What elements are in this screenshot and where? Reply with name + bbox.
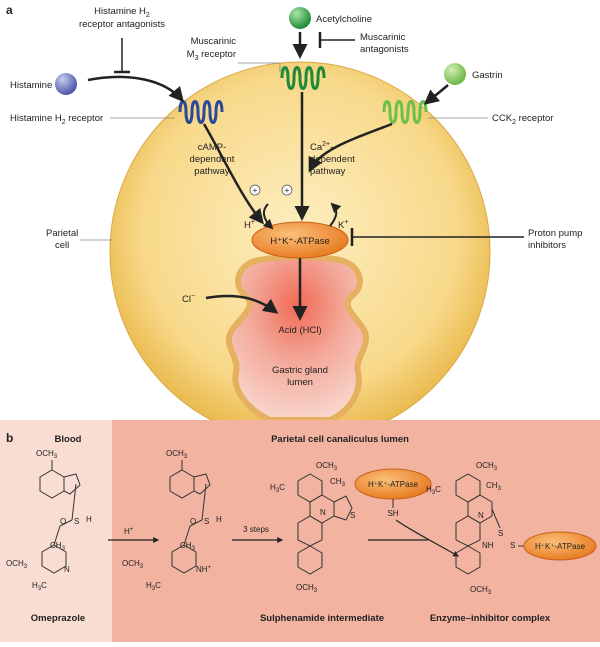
intermediate-nh: NH+ (196, 565, 212, 574)
omeprazole-s: S (74, 517, 79, 526)
sh-join-arrow (395, 519, 460, 557)
cck2-receptor-label: CCK2 receptor (492, 113, 553, 126)
protonation-label: H+ (124, 527, 134, 536)
sulphenamide-n: N (320, 508, 326, 517)
omeprazole-label: Omeprazole (31, 613, 85, 624)
parietal-cell-label-2: cell (55, 240, 69, 251)
acetylcholine-label: Acetylcholine (316, 14, 372, 25)
k-plus-arrow (329, 202, 342, 227)
parietal-cell-label-1: Parietal (46, 228, 78, 239)
sulphenamide-och3-bottom: OCH3 (296, 583, 318, 594)
protonated-omeprazole-structure (169, 460, 211, 574)
complex-och3-top: OCH3 (476, 461, 498, 472)
lumen-label-1: Gastric gland (272, 365, 328, 376)
intermediate-s: S (204, 517, 209, 526)
three-steps-label: 3 steps (243, 525, 269, 534)
muscarinic-receptor-label-1: Muscarinic (191, 36, 237, 47)
complex-label: Enzyme–inhibitor complex (430, 613, 551, 624)
complex-n: N (478, 511, 484, 520)
k-plus-label: K+ (338, 219, 348, 231)
omeprazole-och3: OCH3 (36, 449, 58, 460)
chloride-label: Cl− (182, 293, 195, 305)
ca-label-2: dependent (310, 154, 355, 165)
complex-s2: S (510, 541, 515, 550)
sulphenamide-h3c: H3C (270, 483, 285, 494)
sh-label: SH (387, 509, 398, 518)
h2-antagonists-label: Histamine H2 (94, 6, 150, 19)
blood-compartment (0, 420, 112, 642)
gastrin-label: Gastrin (472, 70, 503, 81)
atpase-enzyme-complex-label: H⁺K⁺-ATPase (535, 542, 586, 551)
omeprazole-n: N (64, 565, 70, 574)
camp-pathway-arrow (202, 123, 264, 225)
intermediate-och3: OCH3 (166, 449, 188, 460)
histamine-arrow (87, 75, 184, 103)
omeprazole-nh: H (86, 515, 92, 524)
gastrin-ligand (444, 63, 466, 85)
complex-och3-bottom: OCH3 (470, 585, 492, 596)
h-plus-label: H+ (244, 219, 255, 231)
omeprazole-ch3: CH3 (50, 541, 66, 552)
omeprazole-och3-2: OCH3 (6, 559, 28, 570)
ca-label-1: Ca2+- (310, 141, 333, 153)
gastrin-arrow (423, 84, 449, 105)
atpase-enzyme-complex (523, 531, 597, 561)
sulphenamide-ch3: CH3 (330, 477, 346, 488)
muscarinic-m3-receptor (280, 66, 326, 90)
omeprazole-o: O (60, 517, 66, 526)
histamine-ligand (55, 73, 77, 95)
ppi-label-1: Proton pump (528, 228, 582, 239)
plus-sign-1: + (253, 186, 258, 195)
h2-antagonists-label-2: receptor antagonists (79, 19, 165, 30)
h-plus-arrow (262, 203, 274, 230)
intermediate-ch3: CH3 (180, 541, 196, 552)
intermediate-och3-2: OCH3 (122, 559, 144, 570)
histamine-label: Histamine (10, 80, 52, 91)
acetylcholine-ligand (289, 7, 311, 29)
acid-label: Acid (HCl) (278, 325, 321, 336)
intermediate-o: O (190, 517, 196, 526)
muscarinic-antagonists-label-2: antagonists (360, 44, 409, 55)
complex-nh: NH (482, 541, 494, 550)
panel-a-letter: a (6, 3, 13, 17)
gastric-gland-lumen (225, 253, 369, 423)
chloride-arrow (205, 294, 279, 314)
intermediate-h: H (216, 515, 222, 524)
muscarinic-antagonists-label-1: Muscarinic (360, 32, 406, 43)
plus-sign-2: + (285, 186, 290, 195)
sulphenamide-structure (297, 473, 353, 575)
omeprazole-structure (39, 460, 81, 574)
ppi-label-2: inhibitors (528, 240, 566, 251)
muscarinic-receptor-label-2: M3 receptor (187, 49, 236, 62)
sulphenamide-label: Sulphenamide intermediate (260, 613, 384, 624)
complex-h3c: H3C (426, 485, 441, 496)
sulphenamide-och3-top: OCH3 (316, 461, 338, 472)
camp-label-2: dependent (190, 154, 235, 165)
camp-label-3: pathway (194, 166, 230, 177)
lumen-label-2: lumen (287, 377, 313, 388)
cck2-pathway-arrow (308, 122, 393, 173)
h2-receptor-label: Histamine H2 receptor (10, 113, 103, 126)
intermediate-h3c: H3C (146, 581, 161, 592)
camp-label-1: cAMP- (198, 142, 227, 153)
panel-b-letter: b (6, 431, 13, 445)
histamine-h2-receptor (178, 100, 224, 124)
complex-ch3: CH3 (486, 481, 502, 492)
complex-structure (455, 473, 501, 575)
blood-label: Blood (55, 434, 82, 445)
canaliculus-label: Parietal cell canaliculus lumen (271, 434, 409, 445)
omeprazole-h3c: H3C (32, 581, 47, 592)
atpase-label: H⁺K⁺-ATPase (270, 236, 329, 247)
sulphenamide-s: S (350, 511, 355, 520)
ca-label-3: pathway (310, 166, 346, 177)
cck2-receptor (382, 100, 428, 124)
atpase-enzyme-b-label: H⁺K⁺-ATPase (368, 480, 419, 489)
complex-s1: S (498, 529, 503, 538)
